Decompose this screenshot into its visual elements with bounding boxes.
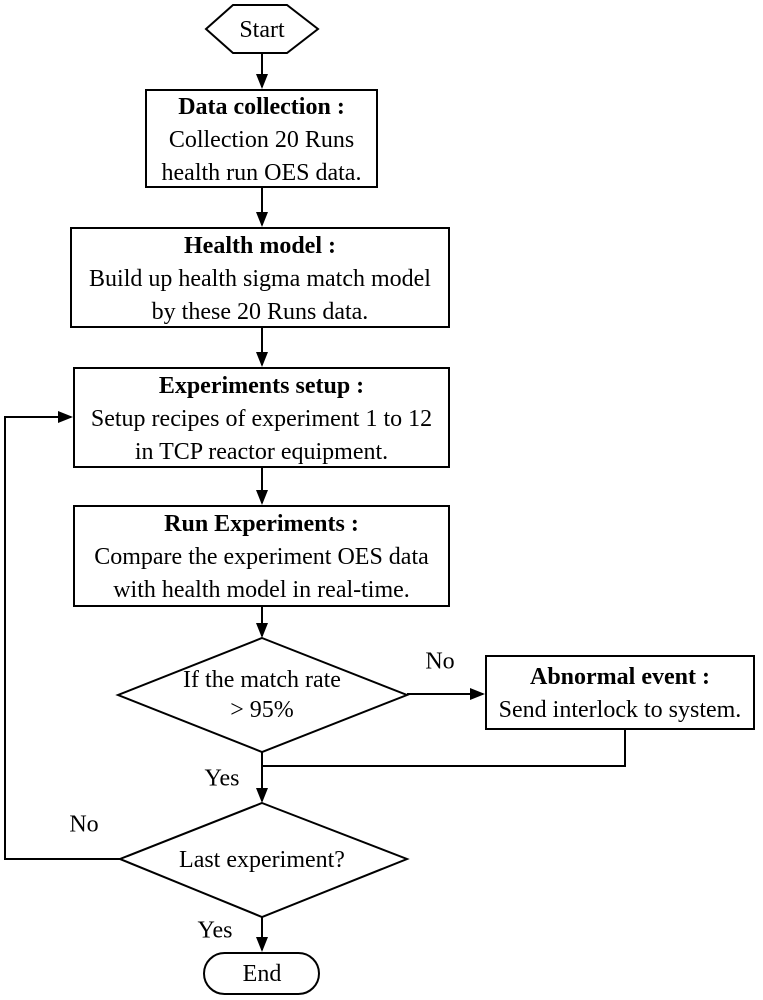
run-experiments-line1: Compare the experiment OES data <box>94 544 429 570</box>
arrowhead-experimentssetup <box>256 352 268 367</box>
run-experiments-box: Run Experiments : Compare the experiment… <box>73 505 450 607</box>
end-node-label: End <box>242 961 282 987</box>
end-node <box>203 952 320 995</box>
match-rate-line2: > 95% <box>230 697 294 723</box>
arrowhead-runexperiments <box>256 490 268 505</box>
edge-abnormal-return <box>262 730 626 767</box>
data-collection-line1: Collection 20 Runs <box>168 127 355 153</box>
arrowhead-matchdecision <box>256 623 268 638</box>
match-rate-decision-label: If the match rate > 95% <box>183 665 341 725</box>
match-no-label: No <box>425 648 455 675</box>
health-model-line2: by these 20 Runs data. <box>151 299 369 325</box>
experiments-setup-line2: in TCP reactor equipment. <box>134 439 389 465</box>
start-hexagon-shape <box>204 4 320 54</box>
run-experiments-line2: with health model in real-time. <box>113 577 410 603</box>
health-model-box: Health model : Build up health sigma mat… <box>70 227 450 328</box>
run-experiments-title: Run Experiments : <box>164 511 359 537</box>
arrowhead-healthmodel <box>256 212 268 227</box>
health-model-title: Health model : <box>184 233 336 259</box>
arrowhead-abnormal <box>470 688 485 700</box>
last-experiment-decision-label: Last experiment? <box>179 847 345 873</box>
data-collection-title: Data collection : <box>178 94 345 120</box>
abnormal-event-line1: Send interlock to system. <box>498 697 742 723</box>
abnormal-event-box: Abnormal event : Send interlock to syste… <box>485 655 755 730</box>
data-collection-box: Data collection : Collection 20 Runs hea… <box>145 89 378 188</box>
match-rate-line1: If the match rate <box>183 667 341 693</box>
abnormal-event-title: Abnormal event : <box>530 664 710 690</box>
health-model-line1: Build up health sigma match model <box>89 266 431 292</box>
arrowhead-feedback-experimentssetup <box>58 411 73 423</box>
experiments-setup-line1: Setup recipes of experiment 1 to 12 <box>90 406 433 432</box>
start-node-label: Start <box>239 17 285 43</box>
arrowhead-lastdecision <box>256 788 268 803</box>
experiments-setup-box: Experiments setup : Setup recipes of exp… <box>73 367 450 468</box>
arrowhead-end <box>256 937 268 952</box>
data-collection-line2: health run OES data. <box>161 160 362 186</box>
match-yes-label: Yes <box>204 765 240 792</box>
arrowhead-datacollection <box>256 74 268 89</box>
experiments-setup-title: Experiments setup : <box>158 373 365 399</box>
last-no-label: No <box>69 811 99 838</box>
edge-lastno-feedback <box>4 416 120 860</box>
last-yes-label: Yes <box>197 917 233 944</box>
